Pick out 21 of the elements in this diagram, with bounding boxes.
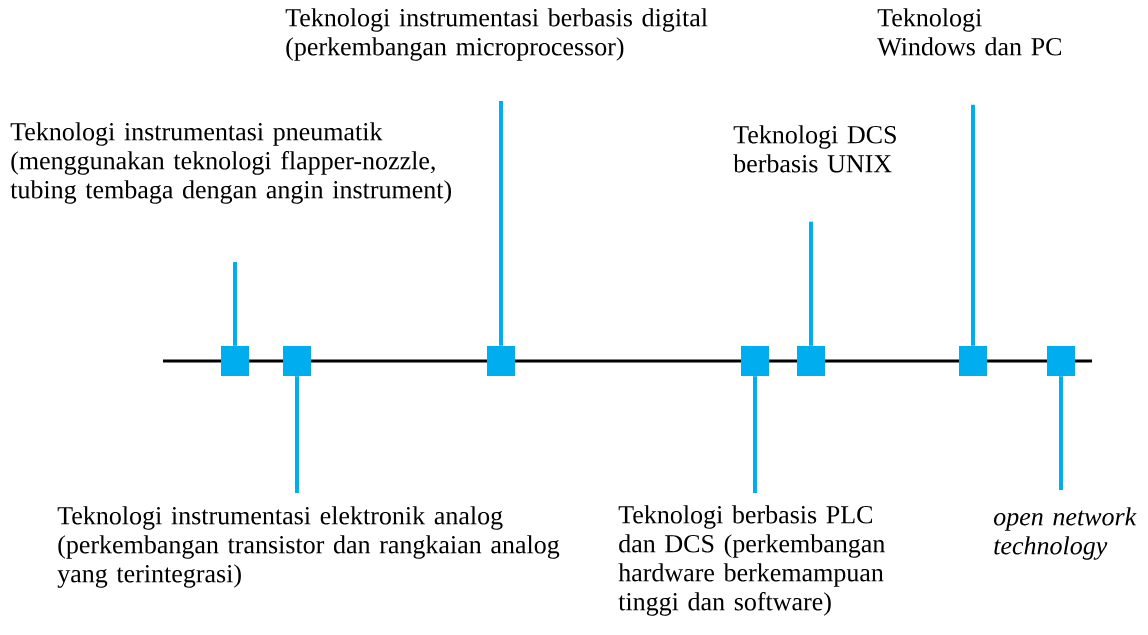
milestone-marker	[797, 346, 825, 376]
milestone-marker	[221, 346, 249, 376]
timeline-label: Teknologi berbasis PLC dan DCS (perkembangan hardware berkemampuan tinggi dan software)	[618, 505, 885, 616]
leader-line	[499, 101, 503, 346]
timeline-label: Teknologi instrumentasi elektronik analog (perkembangan transistor dan rangkaian analog yang terintegrasi)	[57, 506, 560, 588]
timeline-label: Teknologi Windows dan PC	[877, 8, 1062, 56]
leader-line	[1059, 376, 1063, 490]
leader-line	[295, 376, 299, 493]
milestone-marker	[959, 346, 987, 376]
leader-line	[753, 376, 757, 493]
timeline-label: Teknologi instrumentasi berbasis digital (perkembangan microprocessor)	[285, 8, 708, 61]
leader-line	[809, 221, 813, 346]
leader-line	[971, 104, 975, 346]
milestone-marker	[283, 346, 311, 376]
milestone-marker	[487, 346, 515, 376]
timeline-label: Teknologi instrumentasi pneumatik (menggunakan teknologi flapper-nozzle, tubing tembaga dengan angin instrument)	[10, 122, 451, 204]
leader-line	[233, 262, 237, 346]
milestone-marker	[1047, 346, 1075, 376]
timeline-label: open network technology	[994, 507, 1137, 560]
timeline-label: Teknologi DCS berbasis UNIX	[733, 125, 896, 173]
milestone-marker	[741, 346, 769, 376]
